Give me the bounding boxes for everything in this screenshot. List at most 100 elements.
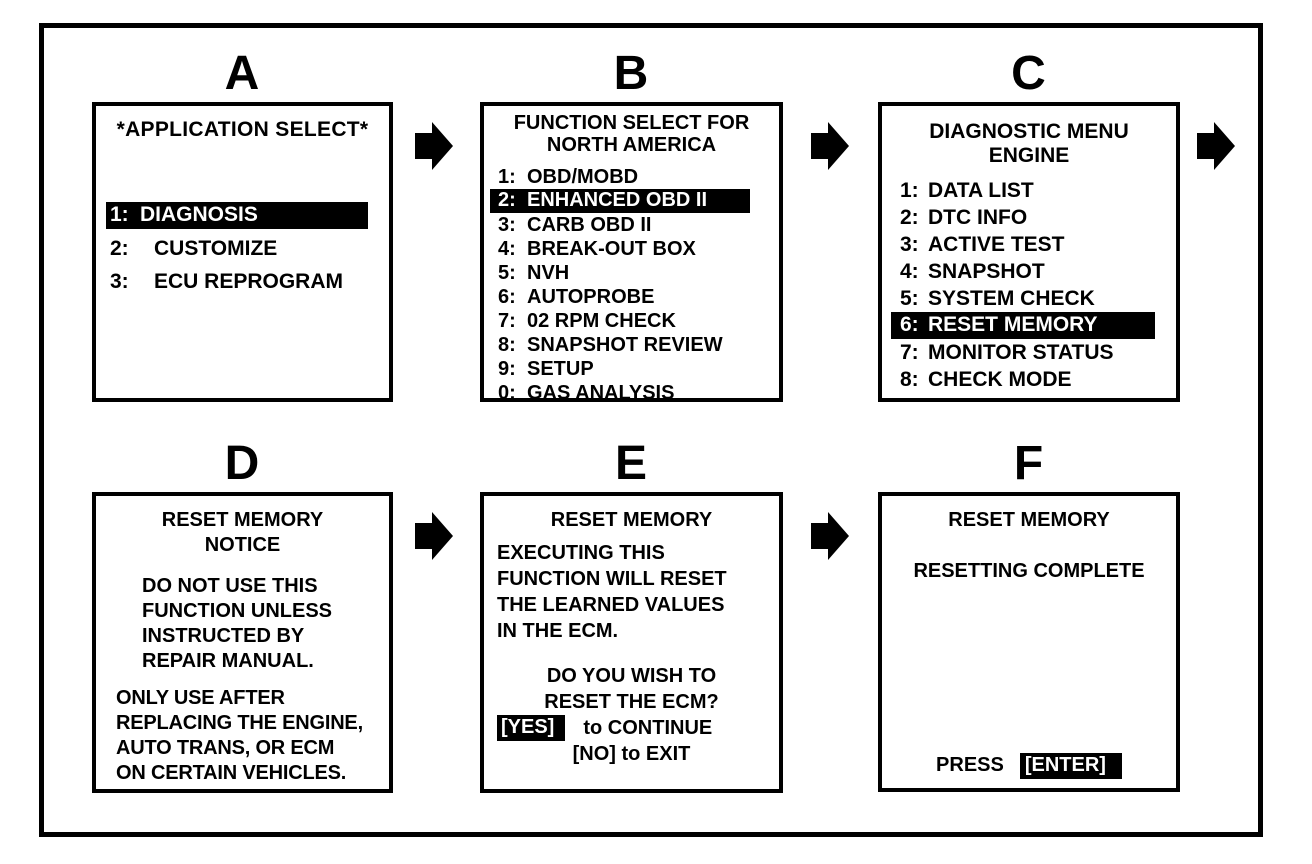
- screen-title: DIAGNOSTIC MENU ENGINE: [882, 120, 1176, 168]
- menu-item-row: 5: SYSTEM CHECK: [900, 287, 1095, 311]
- menu-item-number: 3:: [900, 232, 919, 256]
- menu-item-row: 6: RESET MEMORY: [891, 312, 1155, 339]
- menu-item-label: ENHANCED OBD II: [527, 189, 708, 211]
- menu-item-number: 6:: [498, 285, 516, 308]
- menu-item-number: 2:: [110, 236, 129, 260]
- menu-item: 4:BREAK-OUT BOX: [498, 237, 779, 261]
- screen-reset-memory-notice: RESET MEMORY NOTICE DO NOT USE THIS FUNC…: [92, 492, 393, 793]
- enter-key-badge: [ENTER]: [1019, 753, 1122, 779]
- menu-item: 2:ENHANCED OBD II: [490, 189, 779, 213]
- title-line: *APPLICATION SELECT*: [116, 118, 369, 141]
- menu-item: 8: CHECK MODE: [900, 366, 1176, 393]
- menu-item-number: 7:: [498, 309, 516, 332]
- menu-list: 1: OBD/MOBD 2:ENHANCED OBD II 3: CARB OBD …: [484, 165, 779, 405]
- menu-item-row: 4:BREAK-OUT BOX: [498, 238, 696, 261]
- menu-item-label: RESET MEMORY: [928, 313, 1098, 336]
- menu-item-row: 1: DATA LIST: [900, 179, 1034, 203]
- question-line: DO YOU WISH TO: [546, 665, 717, 687]
- menu-item-number: 4:: [900, 259, 919, 283]
- menu-item-label: SETUP: [527, 357, 594, 380]
- menu-item: 5: SYSTEM CHECK: [900, 285, 1176, 312]
- menu-item: 3: ACTIVE TEST: [900, 231, 1176, 258]
- warning-line: EXECUTING THIS: [497, 542, 665, 564]
- menu-item: 8:SNAPSHOT REVIEW: [498, 333, 779, 357]
- no-option-line: [NO] to EXIT: [572, 743, 691, 765]
- menu-item-label: MONITOR STATUS: [928, 340, 1114, 364]
- yes-key-badge: [YES]: [497, 715, 566, 741]
- menu-item-number: 8:: [900, 367, 919, 391]
- menu-item-number: 5:: [900, 286, 919, 310]
- question-line: RESET THE ECM?: [544, 691, 719, 713]
- menu-item-label: CARB OBD II: [527, 213, 652, 236]
- menu-item-row: 6: AUTOPROBE: [498, 286, 654, 309]
- menu-item-label: AUTOPROBE: [527, 285, 655, 308]
- menu-item: 7: 02 RPM CHECK: [498, 309, 779, 333]
- menu-item: 1: DATA LIST: [900, 177, 1176, 204]
- menu-item-row: 3: CARB OBD II: [498, 214, 651, 237]
- menu-item-number: 1:: [900, 178, 919, 202]
- menu-item-number: 3:: [498, 213, 516, 236]
- menu-item: 5:NVH: [498, 261, 779, 285]
- press-enter-line: PRESS [ENTER]: [882, 753, 1176, 779]
- menu-item-label: GAS ANALYSIS: [527, 381, 675, 404]
- notice-line: REPLACING THE ENGINE,: [116, 712, 363, 734]
- screen-title: FUNCTION SELECT FOR NORTH AMERICA: [484, 112, 779, 156]
- menu-item-row: 7: 02 RPM CHECK: [498, 310, 676, 333]
- notice-line: DO NOT USE THIS: [142, 575, 318, 597]
- title-line: FUNCTION SELECT FOR: [513, 112, 750, 134]
- notice-line: REPAIR MANUAL.: [142, 650, 314, 672]
- menu-item: 7: MONITOR STATUS: [900, 339, 1176, 366]
- notice-line: AUTO TRANS, OR ECM: [116, 737, 335, 759]
- warning-paragraph: EXECUTING THIS FUNCTION WILL RESET THE L…: [484, 540, 779, 644]
- flow-arrow-right-icon: [415, 512, 453, 560]
- menu-item-label: ECU REPROGRAM: [154, 269, 344, 293]
- menu-item-row: 9: SETUP: [498, 358, 594, 381]
- menu-item: 3: ECU REPROGRAM: [110, 265, 389, 298]
- yes-option-text: to CONTINUE: [583, 716, 713, 739]
- menu-item-row: 5:NVH: [498, 262, 569, 285]
- notice-line: ON CERTAIN VEHICLES.: [116, 762, 347, 784]
- flow-arrow-right-icon: [811, 512, 849, 560]
- screen-reset-memory-complete: RESET MEMORY RESETTING COMPLETE PRESS[EN…: [878, 492, 1180, 792]
- title-line: RESET MEMORY: [161, 509, 324, 531]
- menu-item-label: DATA LIST: [928, 178, 1034, 202]
- menu-item-number: 1:: [498, 165, 516, 188]
- menu-item-label: SYSTEM CHECK: [928, 286, 1095, 310]
- menu-item-number: 8:: [498, 333, 516, 356]
- notice-line: ONLY USE AFTER: [116, 687, 285, 709]
- screen-title: RESET MEMORY NOTICE: [96, 508, 389, 558]
- title-line: NOTICE: [204, 534, 281, 556]
- step-label-d: D: [224, 437, 261, 490]
- menu-item-label: DTC INFO: [928, 205, 1028, 229]
- menu-item: 6: RESET MEMORY: [891, 312, 1176, 339]
- menu-list: 1:DIAGNOSIS 2: CUSTOMIZE 3: ECU REPROGRAM: [96, 199, 389, 298]
- menu-item-label: SNAPSHOT: [928, 259, 1045, 283]
- screen-diagnostic-menu: DIAGNOSTIC MENU ENGINE 1: DATA LIST 2:DTC…: [878, 102, 1180, 402]
- menu-item-label: ACTIVE TEST: [928, 232, 1065, 256]
- screen-title: RESET MEMORY: [484, 508, 779, 533]
- title-line: DIAGNOSTIC MENU: [929, 120, 1129, 143]
- step-label-a: A: [224, 47, 261, 100]
- menu-item-label: 02 RPM CHECK: [527, 309, 676, 332]
- warning-line: FUNCTION WILL RESET: [497, 568, 727, 590]
- press-label: PRESS: [936, 754, 1004, 776]
- menu-item-number: 6:: [900, 313, 919, 336]
- menu-item-number: 0:: [498, 381, 516, 404]
- menu-item-row: 1:DIAGNOSIS: [106, 202, 368, 229]
- step-label-e: E: [614, 437, 648, 490]
- screen-function-select: FUNCTION SELECT FOR NORTH AMERICA 1: OBD/…: [480, 102, 783, 405]
- menu-item-number: 3:: [110, 269, 129, 293]
- menu-item: 9: SETUP: [498, 357, 779, 381]
- menu-item-row: 2:ENHANCED OBD II: [490, 189, 750, 213]
- menu-item-label: CUSTOMIZE: [154, 236, 278, 260]
- menu-item-label: CHECK MODE: [928, 367, 1072, 391]
- flow-arrow-right-icon: [415, 122, 453, 170]
- menu-item-row: 8: CHECK MODE: [900, 368, 1072, 392]
- warning-line: THE LEARNED VALUES: [497, 594, 725, 616]
- menu-item-number: 5:: [498, 261, 516, 284]
- menu-item-row: 2:DTC INFO: [900, 206, 1027, 230]
- menu-item-label: OBD/MOBD: [527, 165, 639, 188]
- menu-item-number: 7:: [900, 340, 919, 364]
- menu-item-number: 9:: [498, 357, 516, 380]
- screen-title: *APPLICATION SELECT*: [96, 117, 389, 143]
